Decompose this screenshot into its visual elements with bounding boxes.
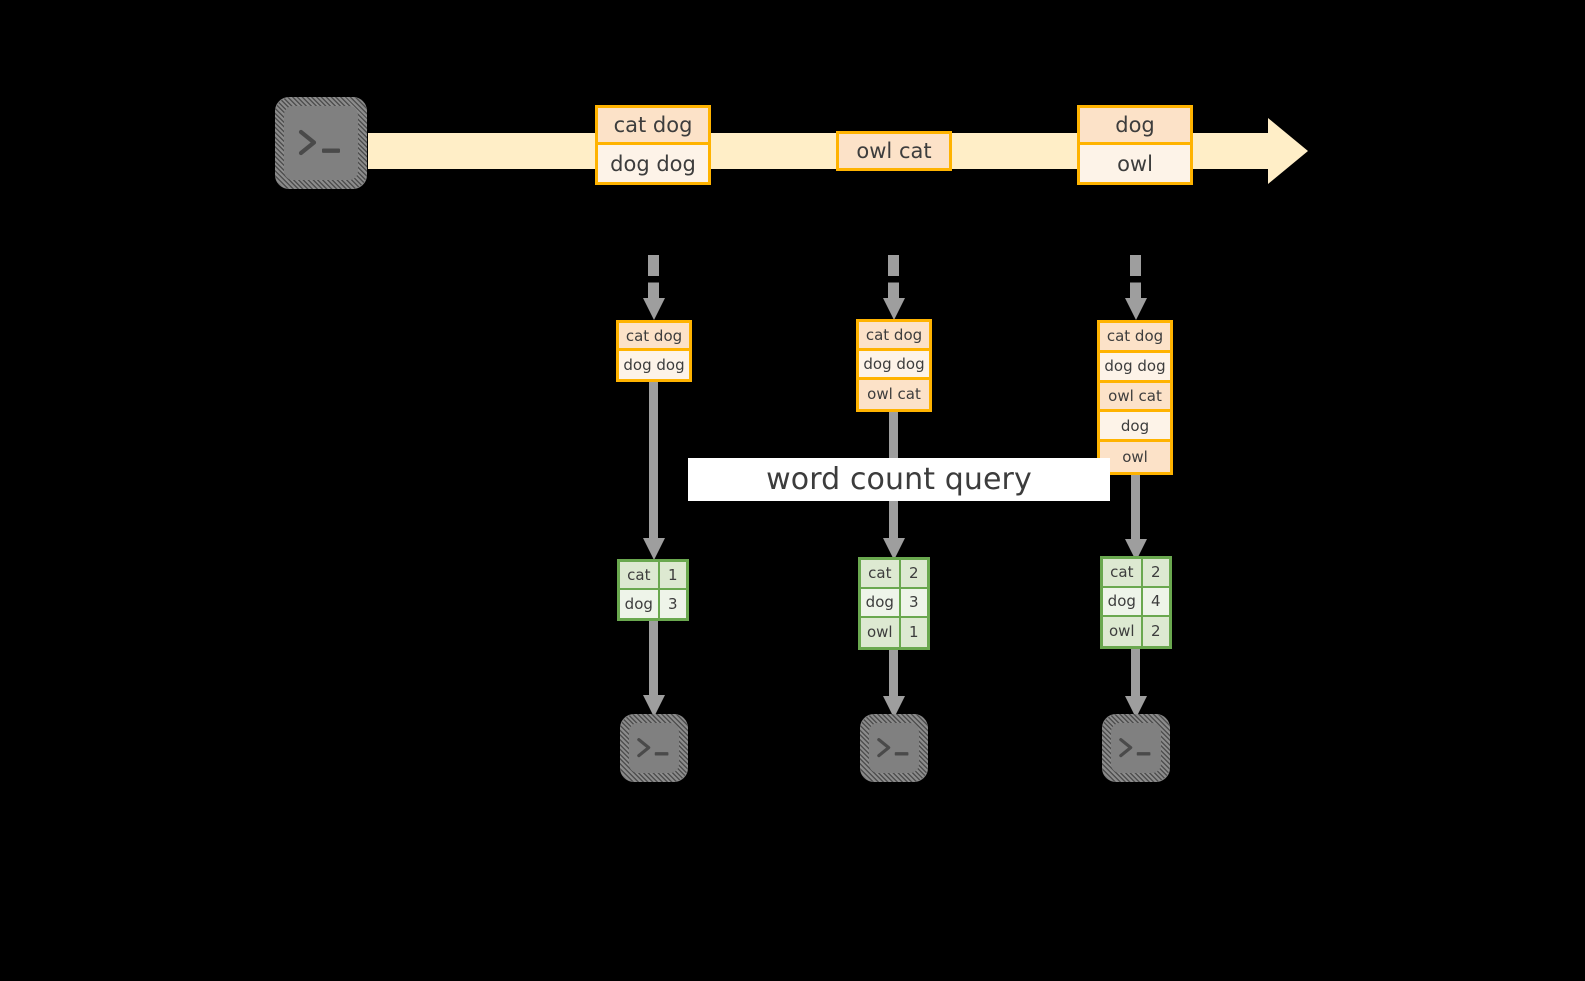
buffer-box[interactable]: cat dog dog dog bbox=[616, 320, 692, 382]
buffer-line: cat dog bbox=[619, 323, 689, 351]
result-count: 2 bbox=[1142, 616, 1169, 646]
message-line: owl cat bbox=[839, 134, 949, 168]
table-row: cat 1 bbox=[620, 562, 686, 590]
result-word: cat bbox=[861, 560, 901, 587]
buffer-box[interactable]: cat dog dog dog owl cat bbox=[856, 319, 932, 412]
stream-to-buffer-connector bbox=[1124, 255, 1147, 320]
result-word: owl bbox=[1103, 616, 1143, 646]
stream-message[interactable]: cat dog dog dog bbox=[595, 105, 711, 185]
buffer-to-result-connector bbox=[642, 382, 665, 560]
result-table[interactable]: cat 1 dog 3 bbox=[617, 559, 689, 621]
table-row: owl 1 bbox=[861, 617, 927, 647]
buffer-line: cat dog bbox=[1100, 323, 1170, 353]
prompt-glyph-icon bbox=[284, 106, 358, 180]
result-word: dog bbox=[861, 588, 901, 616]
buffer-line: dog dog bbox=[859, 350, 929, 380]
result-to-sink-connector bbox=[1124, 649, 1147, 718]
table-row: owl 2 bbox=[1103, 616, 1169, 646]
table-row: cat 2 bbox=[1103, 559, 1169, 588]
result-word: cat bbox=[620, 562, 660, 588]
query-label-band: word count query bbox=[688, 458, 1110, 501]
result-to-sink-connector bbox=[882, 650, 905, 718]
result-table[interactable]: cat 2 dog 3 owl 1 bbox=[858, 557, 930, 650]
prompt-glyph-icon bbox=[869, 723, 919, 773]
result-table[interactable]: cat 2 dog 4 owl 2 bbox=[1100, 556, 1172, 649]
stream-message[interactable]: dog owl bbox=[1077, 105, 1193, 185]
buffer-line: owl cat bbox=[859, 379, 929, 409]
result-word: dog bbox=[1103, 587, 1143, 615]
buffer-to-result-connector bbox=[1124, 475, 1147, 561]
buffer-line: owl cat bbox=[1100, 382, 1170, 413]
sink-terminal-icon[interactable] bbox=[620, 714, 688, 782]
sink-terminal-icon[interactable] bbox=[1102, 714, 1170, 782]
result-count: 3 bbox=[659, 590, 686, 618]
buffer-line: dog dog bbox=[619, 351, 689, 379]
table-row: dog 3 bbox=[861, 588, 927, 618]
table-row: cat 2 bbox=[861, 560, 927, 589]
result-word: cat bbox=[1103, 559, 1143, 586]
result-count: 3 bbox=[900, 588, 927, 616]
result-to-sink-connector bbox=[642, 621, 665, 717]
result-count: 2 bbox=[1142, 559, 1169, 586]
table-row: dog 4 bbox=[1103, 587, 1169, 617]
result-count: 4 bbox=[1142, 587, 1169, 615]
message-line: dog dog bbox=[598, 145, 708, 182]
table-row: dog 3 bbox=[620, 590, 686, 618]
result-count: 2 bbox=[900, 560, 927, 587]
arrow-right-icon bbox=[1268, 118, 1308, 184]
source-terminal-icon[interactable] bbox=[275, 97, 367, 189]
result-word: owl bbox=[861, 617, 901, 647]
result-count: 1 bbox=[900, 617, 927, 647]
prompt-glyph-icon bbox=[629, 723, 679, 773]
stream-to-buffer-connector bbox=[642, 255, 665, 320]
buffer-line: dog bbox=[1100, 412, 1170, 443]
buffer-line: dog dog bbox=[1100, 352, 1170, 383]
sink-terminal-icon[interactable] bbox=[860, 714, 928, 782]
message-line: owl bbox=[1080, 145, 1190, 182]
buffer-line: owl bbox=[1100, 442, 1170, 472]
buffer-line: cat dog bbox=[859, 322, 929, 351]
buffer-box[interactable]: cat dog dog dog owl cat dog owl bbox=[1097, 320, 1173, 475]
stream-to-buffer-connector bbox=[882, 255, 905, 320]
message-line: cat dog bbox=[598, 108, 708, 145]
prompt-glyph-icon bbox=[1111, 723, 1161, 773]
query-label: word count query bbox=[766, 462, 1032, 497]
result-word: dog bbox=[620, 590, 660, 618]
message-line: dog bbox=[1080, 108, 1190, 145]
stream-message[interactable]: owl cat bbox=[836, 131, 952, 171]
result-count: 1 bbox=[659, 562, 686, 588]
